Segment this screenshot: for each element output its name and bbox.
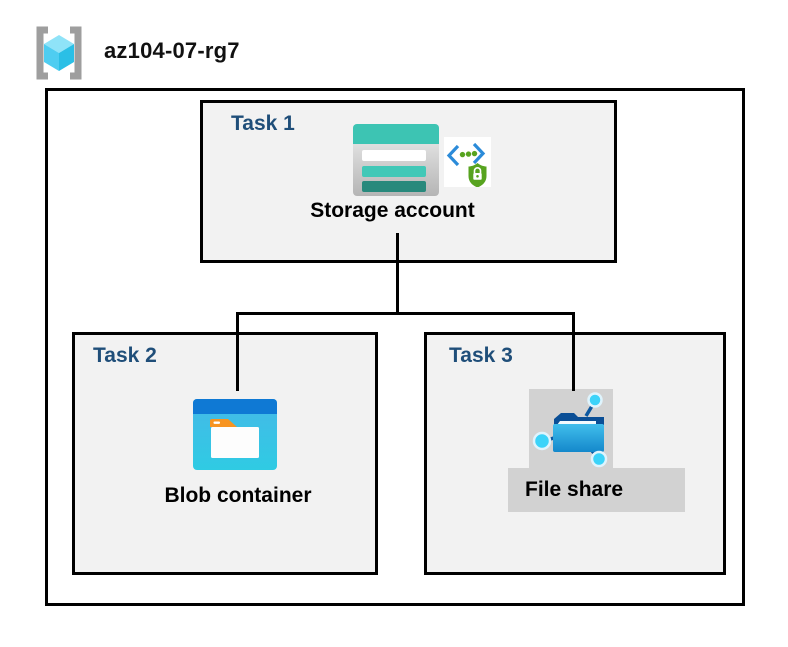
blob-container-icon [193, 399, 277, 470]
resource-group-icon [28, 22, 90, 84]
connector-to-blob [236, 312, 239, 391]
code-brackets-lock-shield-icon [444, 137, 491, 187]
task2-label: Task 2 [93, 344, 157, 367]
connector-horizontal [236, 312, 575, 315]
file-share-label: File share [525, 478, 624, 501]
resource-group-name: az104-07-rg7 [104, 38, 240, 63]
connector-storage-stem [396, 233, 399, 314]
task3-label: Task 3 [449, 344, 513, 367]
file-share-icon [529, 389, 613, 470]
storage-account-icon [353, 124, 439, 196]
connector-to-fileshare [572, 312, 575, 391]
storage-account-label: Storage account [310, 199, 475, 222]
task1-label: Task 1 [231, 112, 295, 135]
file-share-label-background: File share [508, 468, 685, 512]
task1-box: Task 1 [200, 100, 617, 263]
blob-container-label: Blob container [164, 484, 312, 507]
